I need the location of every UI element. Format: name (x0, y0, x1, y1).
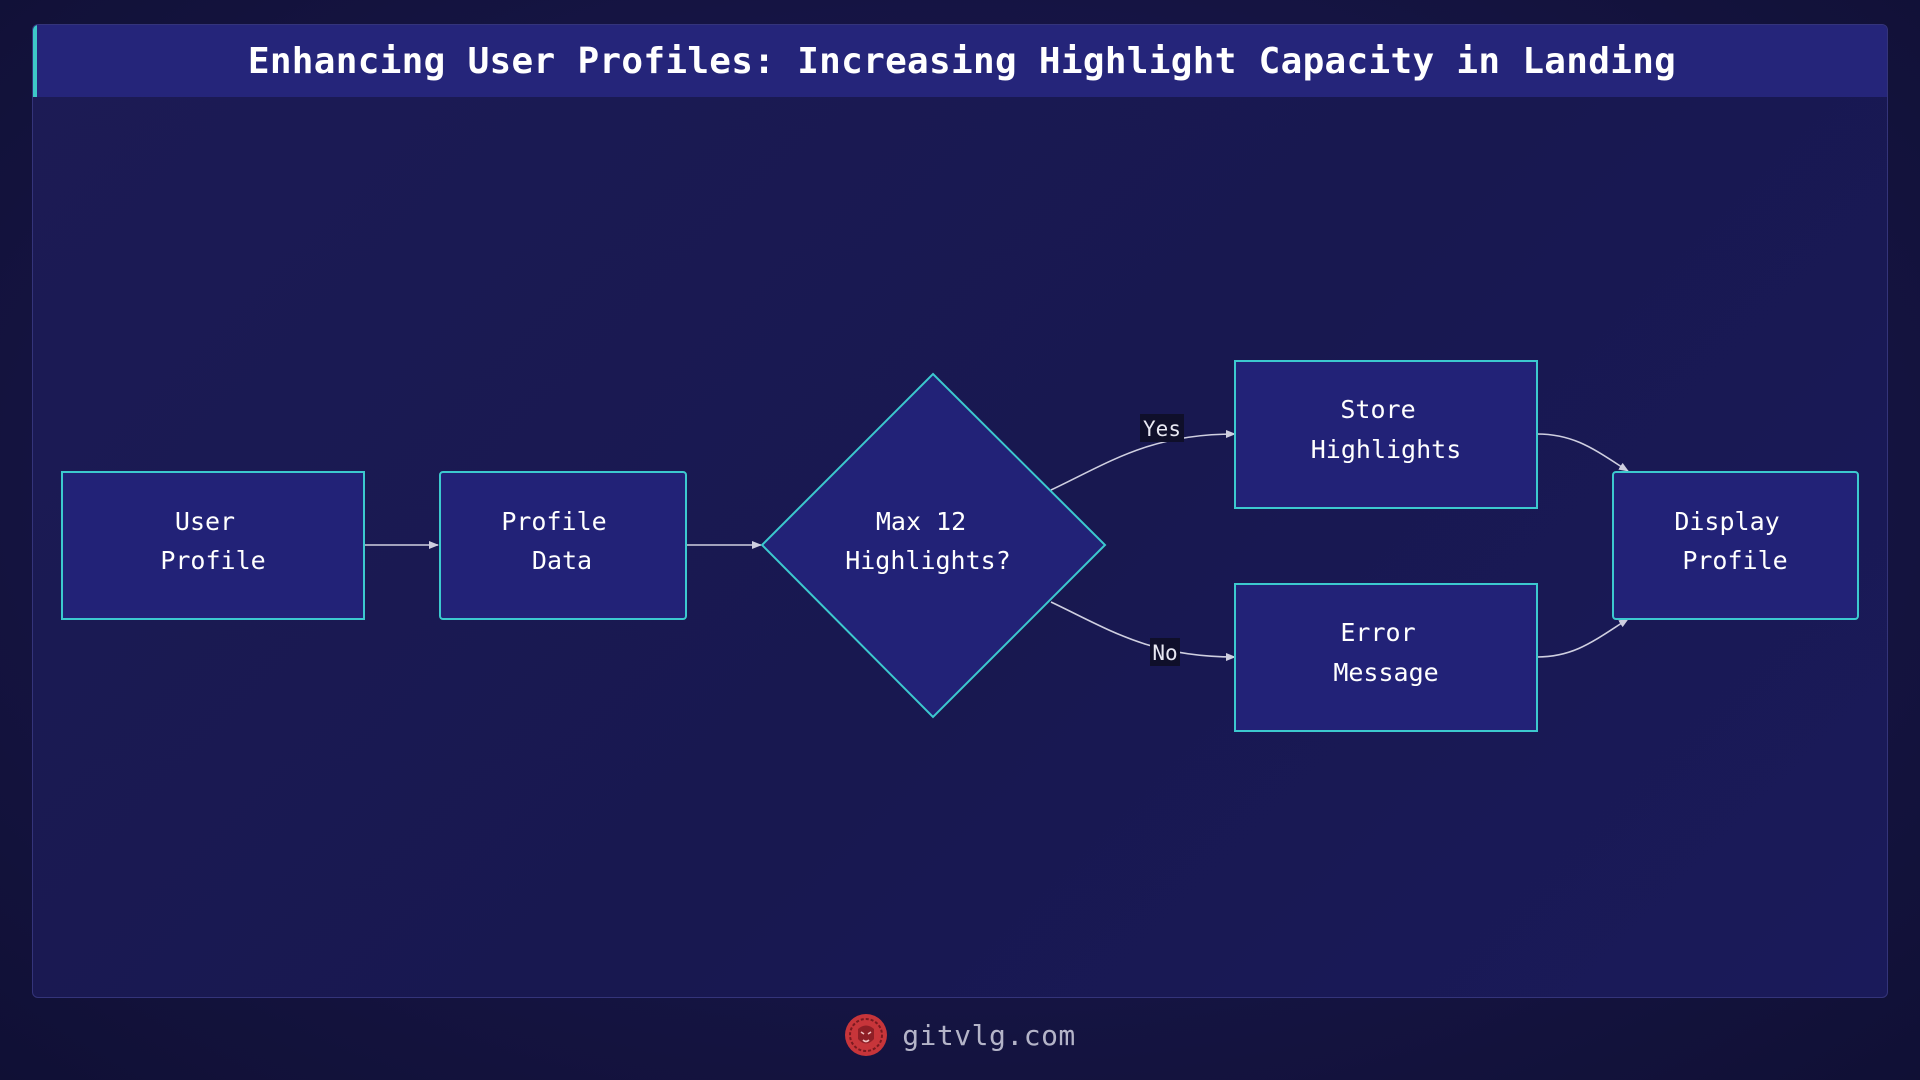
node-profile-data-line1: Profile (501, 507, 606, 536)
edge-label-no: No (1152, 641, 1177, 665)
node-display-profile-line2: Profile (1682, 546, 1787, 575)
edge-decision-to-store-highlights (1050, 430, 1236, 491)
node-error-message: Error Message (1234, 583, 1538, 732)
edges (364, 430, 1629, 661)
node-user-profile-line1: User (175, 507, 235, 536)
node-display-profile: Display Profile (1612, 471, 1859, 620)
node-decision-line2: Highlights? (845, 546, 1011, 575)
node-user-profile-line2: Profile (160, 546, 265, 575)
edge-label-yes-bg (1140, 414, 1184, 442)
edge-label-no-group: No (1150, 638, 1180, 666)
node-profile-data-line2: Data (532, 546, 592, 575)
edge-label-yes-group: Yes (1140, 414, 1184, 442)
node-store-highlights-line1: Store (1340, 395, 1415, 424)
edge-store-highlights-to-display-profile (1536, 433, 1629, 472)
lion-logo-icon (845, 1014, 888, 1056)
edge-label-no-bg (1150, 638, 1180, 666)
node-decision-max-highlights: Max 12 Highlights? (760, 372, 1107, 719)
edge-decision-to-error-message (1050, 601, 1236, 661)
node-display-profile-line1: Display (1674, 507, 1779, 536)
node-error-message-line2: Message (1333, 658, 1438, 687)
node-store-highlights-line2: Highlights (1311, 435, 1462, 464)
edge-error-message-to-display-profile (1536, 618, 1629, 658)
footer-site-link[interactable]: gitvlg.com (902, 1018, 1076, 1052)
node-store-highlights: Store Highlights (1234, 360, 1538, 509)
title-bar: Enhancing User Profiles: Increasing High… (33, 25, 1887, 97)
node-error-message-line1: Error (1340, 618, 1415, 647)
node-user-profile: User Profile (61, 471, 365, 620)
page-title: Enhancing User Profiles: Increasing High… (247, 40, 1677, 82)
node-profile-data: Profile Data (439, 471, 687, 620)
node-decision-line1: Max 12 (876, 507, 966, 536)
edge-label-yes: Yes (1143, 417, 1181, 441)
footer: gitvlg.com (0, 1010, 1920, 1060)
